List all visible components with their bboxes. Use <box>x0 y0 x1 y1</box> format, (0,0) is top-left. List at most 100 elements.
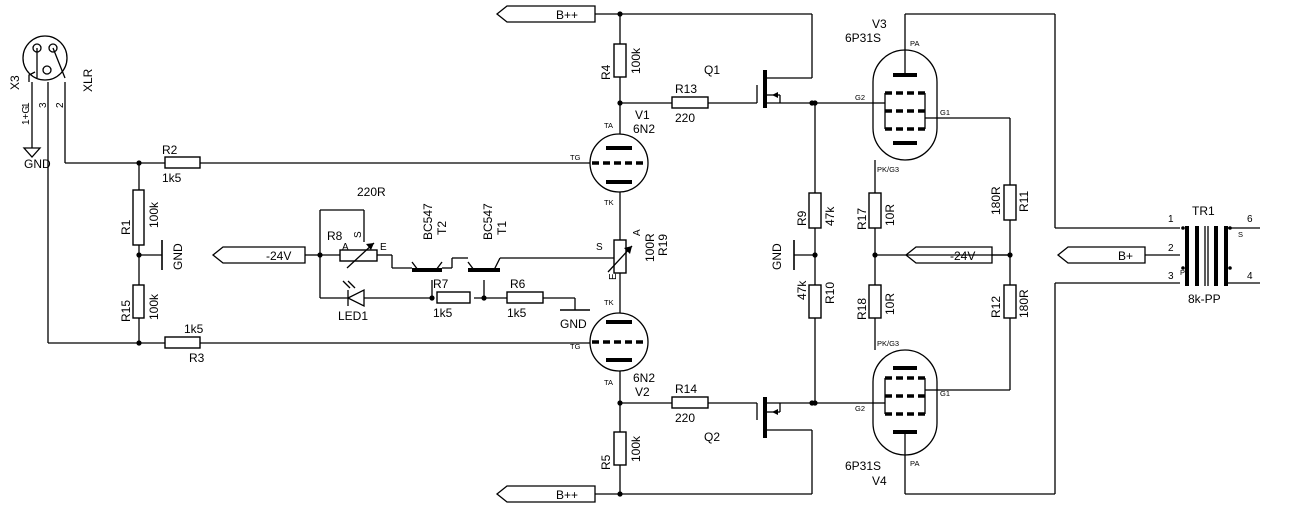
resistor-r1: R1 100k <box>119 189 161 246</box>
led1: LED1 <box>338 280 368 323</box>
v1-pin-ta: TA <box>604 121 613 130</box>
led1-ref: LED1 <box>338 309 368 323</box>
r2-value: 1k5 <box>162 171 182 185</box>
v4-pin-g1: G1 <box>940 389 950 398</box>
output-wires <box>793 13 1180 495</box>
t1-ref: T1 <box>495 221 509 235</box>
v3-pin-pk: PK/G3 <box>877 165 899 174</box>
r8-pin-s: S <box>353 231 364 238</box>
v2-pin-tg: TG <box>570 342 581 351</box>
xlr-pin1-label: 1+G <box>21 106 32 125</box>
q1-ref: Q1 <box>704 63 720 77</box>
r15-value: 100k <box>147 293 161 320</box>
resistor-r8-trimmer: R8 220R A S E <box>327 185 387 269</box>
v2-ref: V2 <box>635 385 650 399</box>
resistor-r11: 180R R11 <box>989 184 1031 221</box>
r17-ref: R17 <box>855 208 869 230</box>
r15-ref: R15 <box>119 300 133 322</box>
r3-ref: R3 <box>189 351 205 365</box>
r3-value: 1k5 <box>184 322 204 336</box>
bpp-bottom-label: B++ <box>556 488 578 502</box>
gnd-r6-label: GND <box>560 317 587 331</box>
resistor-r7: R7 1k5 <box>433 277 471 320</box>
resistor-r15: R15 100k <box>119 284 161 322</box>
xlr-ref: X3 <box>8 75 22 90</box>
transistor-t2: BC547 T2 <box>411 203 449 272</box>
v4-pin-pk: PK/G3 <box>877 339 899 348</box>
v1-type: 6N2 <box>633 122 655 136</box>
xlr-connector-x3: X3 XLR 3 2 1+G 1 <box>8 35 95 125</box>
v4-pin-g2: G2 <box>855 404 865 413</box>
r6-ref: R6 <box>510 277 526 291</box>
r10-value: 47k <box>795 280 809 300</box>
resistor-r18: R18 10R <box>855 284 897 320</box>
r8-ref: R8 <box>327 229 343 243</box>
tube-v4: PK/G3 G1 G2 PA 6P31S V4 <box>845 339 950 488</box>
resistor-r9: R9 47k <box>795 192 837 229</box>
r12-value: 180R <box>1017 289 1031 318</box>
r18-ref: R18 <box>855 298 869 320</box>
r7-value: 1k5 <box>433 306 453 320</box>
resistor-r12: R12 180R <box>989 284 1031 319</box>
t2-type: BC547 <box>421 203 435 240</box>
v2-type: 6N2 <box>633 371 655 385</box>
neg24-right-label: -24V <box>950 249 975 263</box>
neg24-left-label: -24V <box>266 249 291 263</box>
transformer-tr1: TR1 8k-PP 1 2 3 6 4 P S <box>1168 204 1260 306</box>
v3-type: 6P31S <box>845 31 881 45</box>
r11-value: 180R <box>989 186 1003 215</box>
v3-ref: V3 <box>872 17 887 31</box>
t1-type: BC547 <box>481 203 495 240</box>
v2-pin-tk: TK <box>604 298 614 307</box>
r8-pin-e: E <box>380 242 387 253</box>
r19-pin-s: S <box>596 242 603 253</box>
v3-pin-g1: G1 <box>940 108 950 117</box>
v2-pin-ta: TA <box>604 378 613 387</box>
r5-ref: R5 <box>599 454 613 470</box>
xlr-pin3-number: 3 <box>38 102 49 108</box>
r19-value: 100R <box>643 233 657 262</box>
bpp-top-flag: B++ <box>495 5 596 23</box>
t2-ref: T2 <box>435 221 449 235</box>
tr1-pin3: 3 <box>1168 271 1174 282</box>
r9-value: 47k <box>823 206 837 226</box>
r8-value: 220R <box>357 185 386 199</box>
r8-pin-a: A <box>342 242 349 253</box>
bias-wires <box>317 209 595 311</box>
r5-value: 100k <box>629 435 643 462</box>
tube-v2: TK TG TA 6N2 V2 <box>570 298 655 399</box>
bpp-bottom-flag: B++ <box>495 485 596 503</box>
resistor-r3: 1k5 R3 <box>164 322 205 365</box>
bplus-label: B+ <box>1118 249 1133 263</box>
v3-pin-g2: G2 <box>855 93 865 102</box>
neg24-left-flag: -24V <box>211 246 320 264</box>
tr1-value: 8k-PP <box>1188 292 1221 306</box>
r19-ref: R19 <box>656 234 670 256</box>
r10-ref: R10 <box>823 282 837 304</box>
gnd-r1-label: GND <box>171 243 185 270</box>
v3-pin-pa: PA <box>910 39 919 48</box>
r11-ref: R11 <box>1017 191 1031 212</box>
bpp-top-label: B++ <box>556 8 578 22</box>
r7-ref: R7 <box>433 277 449 291</box>
resistor-r2: R2 1k5 <box>162 143 201 185</box>
tr1-pin4: 4 <box>1247 271 1253 282</box>
r6-value: 1k5 <box>507 306 527 320</box>
tr1-ref: TR1 <box>1192 204 1215 218</box>
mosfet-q2: Q2 <box>704 397 812 444</box>
v1-ref: V1 <box>635 108 650 122</box>
q2-ref: Q2 <box>704 430 720 444</box>
xlr-gnd-label: GND <box>24 157 51 171</box>
transistor-t1: BC547 T1 <box>467 203 509 272</box>
resistor-r19-trimmer: A S E 100R R19 <box>596 229 670 280</box>
resistor-r4: R4 100k <box>599 43 643 80</box>
r14-value: 220 <box>675 411 695 425</box>
v1-pin-tg: TG <box>570 153 581 162</box>
r1-value: 100k <box>147 201 161 228</box>
input-wires <box>48 160 588 346</box>
tr1-secondary-mark: S <box>1238 230 1243 239</box>
resistor-r6: R6 1k5 <box>506 277 544 320</box>
r12-ref: R12 <box>989 296 1003 318</box>
r17-value: 10R <box>883 204 897 226</box>
